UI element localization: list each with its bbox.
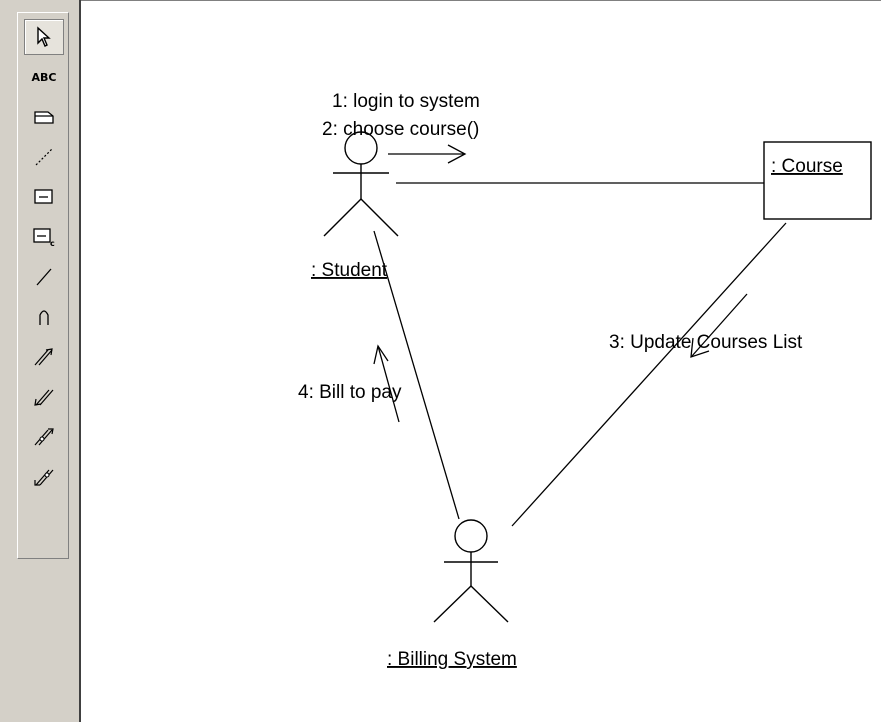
message-3-label: 3: Update Courses List (609, 332, 803, 353)
student-label: : Student (311, 260, 388, 281)
select-tool-button[interactable] (24, 19, 64, 55)
class-instance-tool-button[interactable]: c (24, 219, 64, 255)
toolbox-panel: ABC (0, 0, 81, 722)
abc-text-icon: ABC (31, 70, 57, 84)
reverse-message-tool-button[interactable] (24, 379, 64, 415)
reverse-data-flow-tool-button[interactable] (24, 459, 64, 495)
link-tool-button[interactable] (24, 259, 64, 295)
object-box-icon (34, 189, 53, 204)
collaboration-diagram: : Student : Course : Billing System (298, 91, 872, 670)
forward-message-tool-button[interactable] (24, 339, 64, 375)
self-link-tool-button[interactable] (24, 299, 64, 335)
svg-text:c: c (50, 239, 55, 247)
student-actor[interactable] (323, 131, 399, 237)
data-flow-icon (34, 428, 54, 446)
text-tool-button[interactable]: ABC (24, 59, 64, 95)
message-arrow-1[interactable] (388, 144, 467, 164)
reverse-message-icon (34, 389, 54, 406)
message-1-label: 1: login to system (332, 91, 480, 112)
note-tool-button[interactable] (24, 99, 64, 135)
course-billing-link[interactable] (511, 222, 787, 527)
reverse-data-flow-icon (34, 469, 54, 486)
anchor-tool-button[interactable] (24, 139, 64, 175)
message-arrow-3[interactable] (690, 293, 748, 358)
note-icon (34, 111, 54, 124)
self-link-icon (39, 310, 49, 325)
class-instance-icon: c (33, 228, 55, 247)
arrow-pointer-icon (37, 26, 51, 47)
billing-system-actor[interactable] (433, 519, 509, 623)
object-tool-button[interactable] (24, 179, 64, 215)
diagram-canvas[interactable]: : Student : Course : Billing System (81, 0, 881, 722)
course-label: : Course (771, 156, 843, 177)
student-billing-link[interactable] (373, 230, 460, 520)
dashed-line-icon (35, 148, 53, 166)
message-4-label: 4: Bill to pay (298, 382, 402, 403)
diagram-toolbar: ABC (17, 12, 69, 559)
billing-system-label: : Billing System (387, 649, 517, 670)
forward-message-icon (34, 348, 53, 366)
line-icon (36, 268, 52, 286)
course-object[interactable] (763, 141, 872, 220)
data-flow-tool-button[interactable] (24, 419, 64, 455)
message-2-label: 2: choose course() (322, 119, 479, 140)
message-arrow-4[interactable] (373, 344, 400, 423)
